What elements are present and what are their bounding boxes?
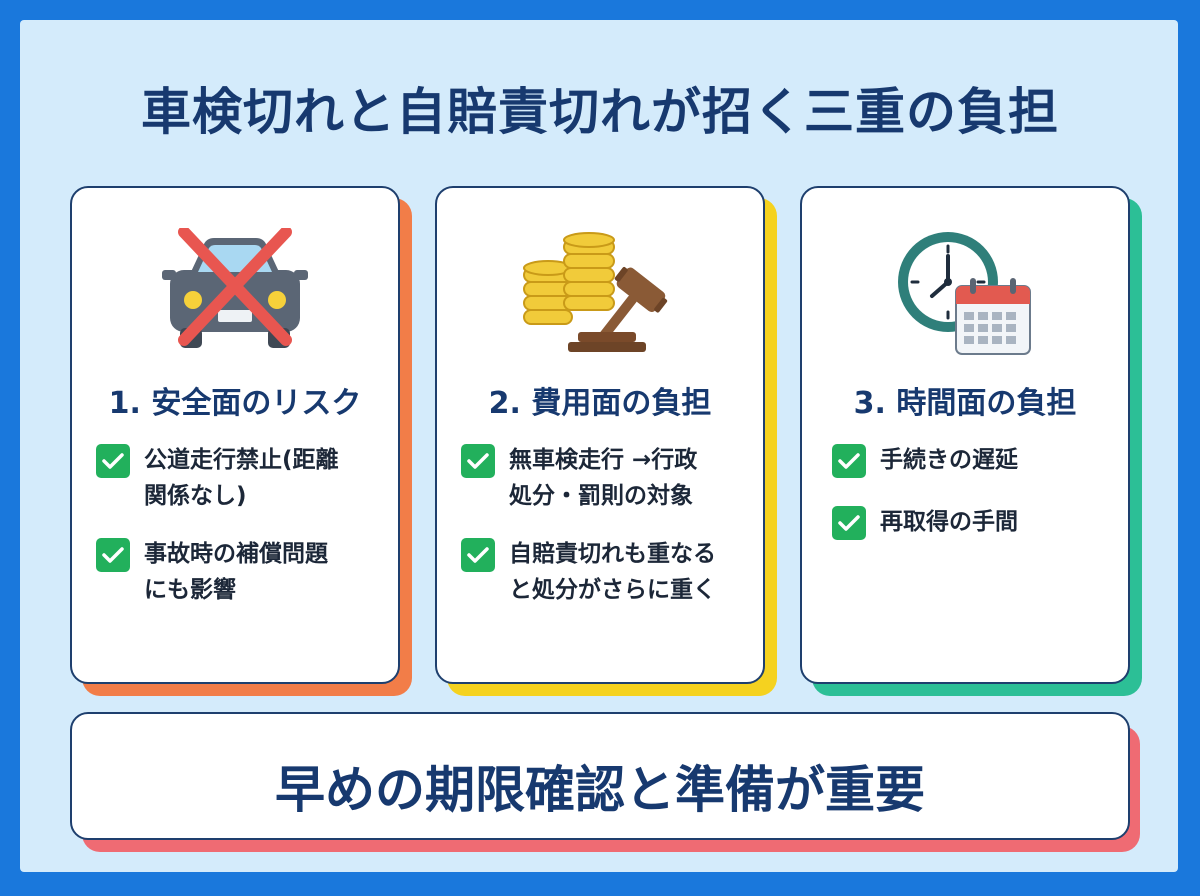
page-title: 車検切れと自賠責切れが招く三重の負担 [141,83,1059,141]
item-text-line: 関係なし) [144,483,247,509]
card-body: 2. 費用面の負担 無車検走行 →行政処分・罰則の対象 自賠責切れも重なると処分… [435,186,765,684]
item-text-line: 無車検走行 →行政 [509,447,698,473]
item-text-line: 手続きの遅延 [880,447,1018,473]
crossed-out-car-icon [72,228,398,358]
item-text-line: 事故時の補償問題 [144,541,328,567]
clock-and-calendar-icon [802,228,1128,358]
list-item: 無車検走行 →行政処分・罰則の対象 [461,442,751,514]
card-title: 2. 費用面の負担 [488,386,712,421]
item-text-line: と処分がさらに重く [509,577,716,603]
list-item: 手続きの遅延 [832,442,1122,478]
card-title: 1. 安全面のリスク [108,386,362,421]
list-item: 公道走行禁止(距離関係なし) [96,442,386,514]
conclusion-banner: 早めの期限確認と準備が重要 [70,712,1130,840]
card-cost-burden: 2. 費用面の負担 無車検走行 →行政処分・罰則の対象 自賠責切れも重なると処分… [435,186,777,696]
card-time-burden: 3. 時間面の負担 手続きの遅延 再取得の手間 [800,186,1142,696]
checkmark-icon [96,538,130,572]
card-body: 3. 時間面の負担 手続きの遅延 再取得の手間 [800,186,1130,684]
checkmark-icon [461,538,495,572]
item-text-line: 公道走行禁止(距離 [144,447,339,473]
card-safety-risk: 1. 安全面のリスク 公道走行禁止(距離関係なし) 事故時の補償問題にも影響 [70,186,412,696]
checkmark-icon [832,506,866,540]
item-text-line: にも影響 [144,577,236,603]
checkmark-icon [461,444,495,478]
list-item: 再取得の手間 [832,504,1122,540]
card-title: 3. 時間面の負担 [853,386,1077,421]
item-text-line: 再取得の手間 [880,509,1018,535]
item-text-line: 処分・罰則の対象 [509,483,693,509]
card-body: 1. 安全面のリスク 公道走行禁止(距離関係なし) 事故時の補償問題にも影響 [70,186,400,684]
coins-and-gavel-icon [437,228,763,358]
item-text-line: 自賠責切れも重なる [509,541,716,567]
checkmark-icon [832,444,866,478]
list-item: 事故時の補償問題にも影響 [96,536,386,608]
list-item: 自賠責切れも重なると処分がさらに重く [461,536,751,608]
banner-text: 早めの期限確認と準備が重要 [275,761,925,819]
checkmark-icon [96,444,130,478]
